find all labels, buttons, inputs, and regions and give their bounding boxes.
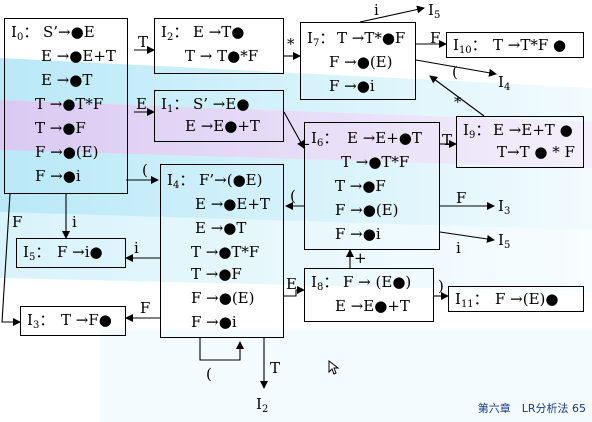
item: F →●(E) [35, 143, 99, 161]
state-i7-name: I7： [307, 29, 335, 49]
label-i6-i9: T [442, 131, 453, 149]
label-i0-i3: F [12, 213, 23, 231]
label-i0-i1: E [136, 95, 147, 113]
item: T →●T*F [191, 243, 260, 261]
state-i3: I3： T →F● [20, 306, 126, 336]
target-i4-top: I4 [498, 73, 511, 94]
item: T →●F [35, 119, 86, 137]
item: T →●F [335, 177, 386, 195]
label-i4-i5: i [134, 239, 139, 257]
item: E →●T [195, 219, 247, 237]
item: E →●E+T [41, 47, 116, 65]
state-i3-name: I3： [27, 311, 55, 331]
target-i5-right: I5 [498, 231, 511, 252]
label-i9-i7: * [454, 93, 462, 111]
item: F →●i [329, 77, 375, 95]
item: E →T● [193, 23, 245, 41]
label-i4-i8: E [286, 275, 297, 293]
state-i6: I6： E →E+●T T →●T*F T →●F F →●(E) F →●i [304, 122, 440, 250]
label-i8-i11: ) [438, 277, 444, 295]
label-i8-i6: + [354, 249, 367, 267]
item: T →T*F ● [493, 36, 567, 54]
state-i10: I10： T →T*F ● [446, 32, 584, 58]
item: S’→●E [43, 23, 95, 41]
target-i5-top: I5 [428, 1, 441, 22]
item: F’→(●E) [199, 171, 263, 189]
state-i4-name: I4： [167, 171, 195, 191]
label-i6-i4: ( [290, 187, 296, 205]
state-i0: I0： S’→●E E →●E+T E →●T T →●T*F T →●F F … [4, 18, 128, 194]
item: E →E●+T [185, 117, 260, 135]
label-i0-i4: ( [142, 161, 148, 179]
label-i6-i5: i [456, 239, 461, 257]
label-i4-i2: T [270, 359, 281, 377]
state-i2: I2： E →T● T → T●*F [154, 18, 284, 74]
state-i0-name: I0： [11, 23, 39, 43]
item: T →●F [191, 265, 242, 283]
item: F →●(E) [335, 201, 399, 219]
item: F →i● [57, 243, 103, 261]
label-i7-i5: i [374, 1, 379, 19]
item: F → (E●) [343, 273, 412, 291]
item: F →●(E) [329, 53, 393, 71]
item: T →F● [61, 311, 112, 329]
item: T →●T*F [341, 153, 410, 171]
item: E →E+●T [347, 129, 422, 147]
label-i1-i6: + [298, 135, 311, 153]
label-i4-self: ( [206, 365, 212, 383]
label-i7-i4: ( [452, 63, 458, 81]
item: F →(E)● [495, 290, 559, 308]
state-i8-name: I8： [311, 273, 339, 293]
label-i7-i10: F [430, 29, 441, 47]
state-i9-name: I9： [463, 121, 491, 141]
item: T →T*●F [337, 29, 406, 47]
target-i2-bottom: I2 [256, 395, 269, 416]
item: E →●E+T [195, 195, 270, 213]
item: F →●i [35, 167, 81, 185]
item: T→T ● * F [497, 143, 575, 161]
label-i0-i5: i [72, 213, 77, 231]
state-i4: I4： F’→(●E) E →●E+T E →●T T →●T*F T →●F … [160, 164, 284, 338]
state-i5-name: I5： [23, 243, 51, 263]
state-i1: I1： S’ →E● E →E●+T [154, 90, 284, 142]
label-i0-i2: T [138, 33, 149, 51]
state-i7: I7： T →T*●F F →●(E) F →●i [300, 22, 416, 100]
target-i3-right: I3 [498, 197, 511, 218]
item: S’ →E● [193, 95, 250, 113]
label-i2-i7: * [287, 35, 295, 53]
state-i1-name: I1： [161, 95, 189, 115]
item: E →E+T ● [493, 121, 573, 139]
item: F →●i [335, 225, 381, 243]
item: E →●T [41, 71, 93, 89]
item: F →●i [191, 313, 237, 331]
state-i11-name: I11： [455, 290, 489, 310]
item: T →●T*F [35, 95, 104, 113]
item: E →E●+T [335, 297, 410, 315]
state-i9: I9： E →E+T ● T→T ● * F [456, 116, 584, 168]
state-i8: I8： F → (E●) E →E●+T [304, 268, 434, 322]
state-i6-name: I6： [311, 129, 339, 149]
slide-footer: 第六章 LR分析法 65 [477, 402, 586, 415]
mouse-cursor-icon [328, 360, 340, 375]
state-i11: I11： F →(E)● [448, 286, 584, 312]
label-i6-i3: F [456, 189, 467, 207]
item: F →●(E) [191, 289, 255, 307]
state-i2-name: I2： [161, 23, 189, 43]
state-i5: I5： F →i● [16, 238, 126, 268]
label-i4-i3: F [140, 299, 151, 317]
state-i10-name: I10： [453, 36, 487, 56]
item: T → T●*F [185, 47, 259, 65]
